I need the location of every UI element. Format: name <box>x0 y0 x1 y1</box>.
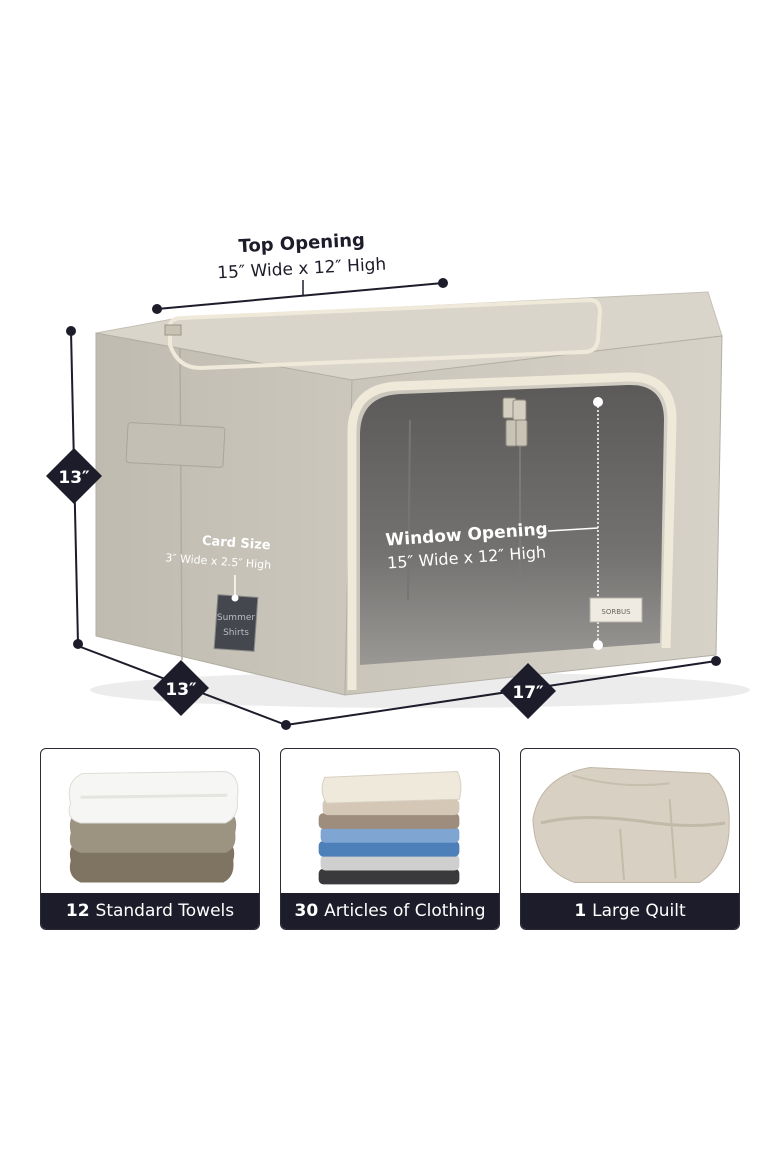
storage-box-illustration: SORBUS Summer Shirts 13″ 13″ 17″ Top Ope… <box>46 230 750 730</box>
window-zipper-pull-icon <box>502 397 528 447</box>
capacity-text: Articles of Clothing <box>324 901 486 921</box>
capacity-text: Large Quilt <box>592 901 686 921</box>
top-zipper <box>167 297 603 371</box>
height-badge: 13″ <box>46 448 102 504</box>
side-handle <box>125 422 226 468</box>
width-badge: 17″ <box>500 663 556 719</box>
measure-dot <box>711 656 721 666</box>
brand-tag <box>589 597 643 623</box>
front-window <box>360 384 664 665</box>
label-card-holder <box>213 594 259 652</box>
measure-dot <box>593 640 603 650</box>
measure-dot <box>66 326 76 336</box>
measure-dot <box>231 594 239 602</box>
front-window-zipper <box>347 372 677 690</box>
depth-badge: 13″ <box>153 660 209 716</box>
folded-quilt-image <box>532 767 730 883</box>
measure-dot <box>438 278 448 288</box>
svg-text:13″: 13″ <box>58 468 90 488</box>
top-opening-title: Top Opening <box>238 230 365 258</box>
capacity-text: Standard Towels <box>95 901 235 921</box>
svg-text:17″: 17″ <box>512 683 544 703</box>
inner-frame-rod <box>407 419 411 601</box>
svg-text:13″: 13″ <box>165 680 197 700</box>
folded-towels-image <box>68 770 239 883</box>
measure-dot <box>593 397 603 407</box>
label-card-line-2: Shirts <box>223 628 249 638</box>
capacity-count: 30 <box>294 901 319 921</box>
capacity-count: 12 <box>65 901 90 921</box>
top-width-measure-line <box>156 282 444 310</box>
measure-dot <box>152 304 162 314</box>
top-zipper-pull-icon <box>164 324 182 336</box>
brand-tag-text: SORBUS <box>601 608 631 616</box>
capacity-count: 1 <box>574 901 587 921</box>
side-seam <box>179 347 183 661</box>
top-opening-size: 15″ Wide x 12″ High <box>217 255 387 284</box>
card-size-title: Card Size <box>201 534 271 554</box>
width-measure-line <box>285 660 717 726</box>
window-label-leader <box>547 527 599 532</box>
label-card-line-1: Summer <box>217 613 255 623</box>
folded-clothing-image <box>318 770 462 885</box>
